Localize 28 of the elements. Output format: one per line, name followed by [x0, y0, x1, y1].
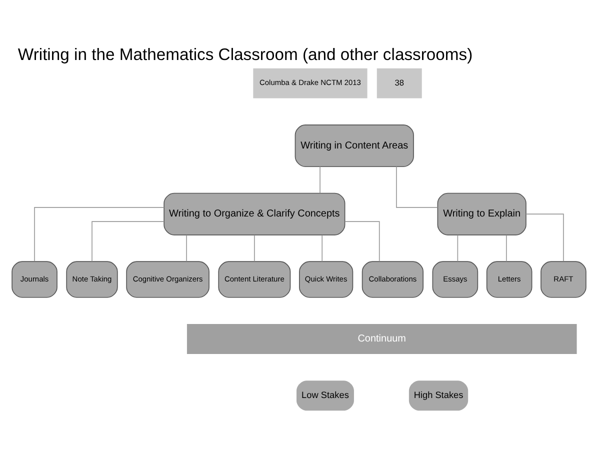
node-box: Collaborations	[362, 261, 424, 298]
label: High Stakes	[414, 390, 464, 400]
node-box: Writing in Content Areas	[294, 124, 414, 168]
diagram-title: Writing in the Mathematics Classroom (and other classrooms)	[18, 44, 473, 64]
connector	[506, 234, 507, 262]
connector	[186, 234, 187, 262]
connector	[92, 221, 164, 262]
node-box: Letters	[486, 261, 532, 298]
label: Columba & Drake NCTM 2013	[259, 78, 361, 88]
connector	[254, 234, 255, 262]
connector	[322, 234, 323, 262]
node-box: Note Taking	[66, 261, 118, 298]
connector	[396, 166, 438, 208]
label: Continuum	[358, 334, 406, 345]
connector	[34, 207, 164, 262]
label: 38	[394, 77, 404, 88]
node-box: Essays	[432, 261, 478, 298]
connector	[344, 221, 380, 262]
node-box: Writing to Organize & Clarify Concepts	[164, 192, 346, 236]
label: Low Stakes	[302, 390, 349, 400]
node-box: RAFT	[540, 261, 586, 298]
node-box: Content Literature	[218, 261, 291, 298]
connector	[457, 234, 458, 262]
node-box: Cognitive Organizers	[126, 261, 210, 298]
connector	[526, 214, 564, 262]
node-box: Writing to Explain	[437, 192, 526, 236]
node-box: Quick Writes	[299, 261, 354, 298]
node-box: Journals	[12, 261, 58, 298]
